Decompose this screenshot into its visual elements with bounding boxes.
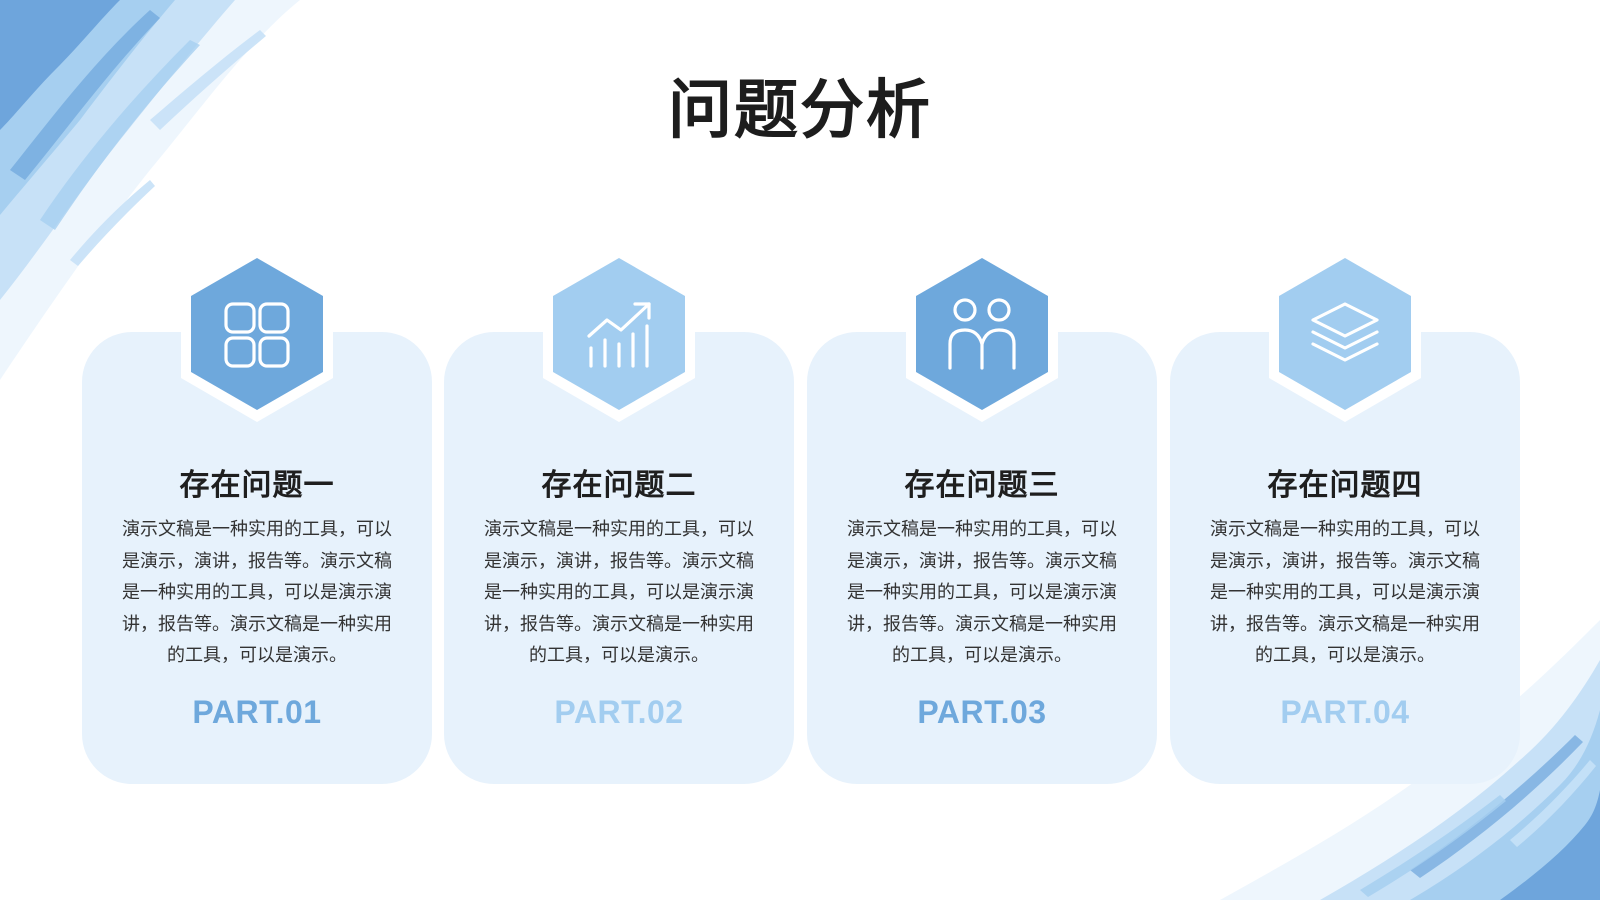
problem-card-2: 存在问题二 演示文稿是一种实用的工具，可以是演示，演讲，报告等。演示文稿是一种实… — [444, 246, 794, 784]
card-description: 演示文稿是一种实用的工具，可以是演示，演讲，报告等。演示文稿是一种实用的工具，可… — [1210, 519, 1480, 666]
hexagon-badge-2 — [529, 244, 709, 424]
chart-growth-icon — [587, 302, 651, 368]
slide-title: 问题分析 — [668, 74, 932, 148]
card-part-label: PART.03 — [917, 694, 1047, 730]
grid-icon — [224, 302, 290, 368]
card-description: 演示文稿是一种实用的工具，可以是演示，演讲，报告等。演示文稿是一种实用的工具，可… — [122, 519, 392, 666]
problem-card-3: 存在问题三 演示文稿是一种实用的工具，可以是演示，演讲，报告等。演示文稿是一种实… — [807, 246, 1157, 784]
card-heading: 存在问题一 — [179, 468, 335, 503]
card-part-label: PART.01 — [192, 694, 322, 730]
problem-card-4: 存在问题四 演示文稿是一种实用的工具，可以是演示，演讲，报告等。演示文稿是一种实… — [1170, 246, 1520, 784]
hexagon-badge-4 — [1255, 244, 1435, 424]
card-part-label: PART.04 — [1280, 694, 1410, 730]
card-part-label: PART.02 — [554, 694, 684, 730]
hexagon-badge-1 — [167, 244, 347, 424]
problem-card-1: 存在问题一 演示文稿是一种实用的工具，可以是演示，演讲，报告等。演示文稿是一种实… — [82, 246, 432, 784]
layers-icon — [1311, 302, 1379, 362]
card-heading: 存在问题三 — [904, 468, 1060, 503]
card-description: 演示文稿是一种实用的工具，可以是演示，演讲，报告等。演示文稿是一种实用的工具，可… — [847, 519, 1117, 666]
users-icon — [948, 298, 1016, 370]
card-heading: 存在问题二 — [541, 468, 697, 503]
card-heading: 存在问题四 — [1267, 468, 1423, 503]
card-description: 演示文稿是一种实用的工具，可以是演示，演讲，报告等。演示文稿是一种实用的工具，可… — [484, 519, 754, 666]
hexagon-badge-3 — [892, 244, 1072, 424]
